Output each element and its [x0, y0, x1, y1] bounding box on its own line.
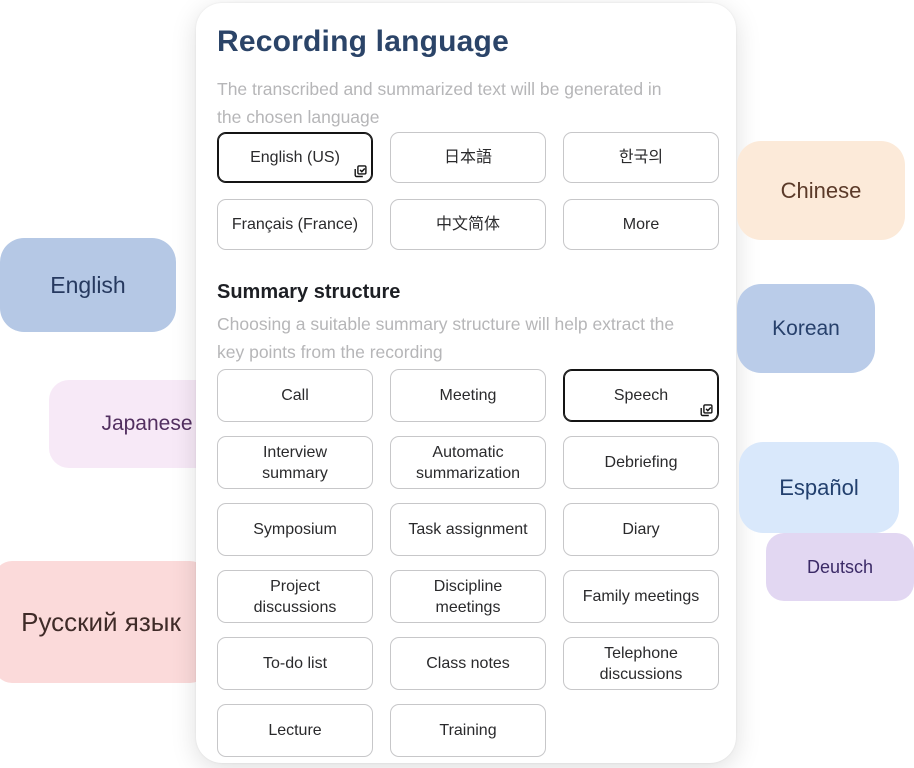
floating-tag-label: English	[50, 271, 126, 298]
floating-tag-chinese: Chinese	[737, 141, 905, 240]
summary-option-label: Task assignment	[408, 521, 528, 538]
summary-option-label: Meeting	[439, 387, 497, 404]
page-title: Recording language	[217, 25, 509, 58]
language-option-more[interactable]: More	[563, 199, 719, 250]
summary-option-label: To-do list	[262, 655, 328, 672]
floating-tag-label: Русский язык	[21, 606, 181, 637]
summary-option-label: Class notes	[426, 655, 510, 672]
summary-option-to-do-list[interactable]: To-do list	[217, 637, 373, 690]
page-subtitle: The transcribed and summarized text will…	[217, 79, 662, 127]
floating-tag-deutsch: Deutsch	[766, 533, 914, 601]
summary-option-label: Telephone discussions	[599, 644, 683, 683]
summary-option-discipline-meetings[interactable]: Discipline meetings	[390, 570, 546, 623]
language-option-fran-ais-france[interactable]: Français (France)	[217, 199, 373, 250]
summary-option-label: Interview summary	[262, 443, 328, 482]
summary-option-label: Lecture	[268, 722, 322, 739]
floating-tag-russian: Русский язык	[0, 561, 208, 683]
language-option-label: 中文简体	[435, 216, 500, 233]
summary-option-label: Debriefing	[604, 454, 678, 471]
language-option-label: 한국의	[618, 149, 664, 166]
summary-option-symposium[interactable]: Symposium	[217, 503, 373, 556]
summary-option-automatic-summarization[interactable]: Automatic summarization	[390, 436, 546, 489]
summary-option-task-assignment[interactable]: Task assignment	[390, 503, 546, 556]
summary-option-interview-summary[interactable]: Interview summary	[217, 436, 373, 489]
language-option-english-us[interactable]: English (US)	[217, 132, 373, 183]
summary-option-family-meetings[interactable]: Family meetings	[563, 570, 719, 623]
floating-tag-english: English	[0, 238, 176, 332]
summary-structure-subtitle: Choosing a suitable summary structure wi…	[217, 314, 675, 362]
floating-tag-label: Deutsch	[806, 556, 874, 577]
floating-tag-label: Chinese	[780, 177, 862, 203]
summary-option-meeting[interactable]: Meeting	[390, 369, 546, 422]
language-option-label: English (US)	[250, 149, 340, 166]
summary-option-debriefing[interactable]: Debriefing	[563, 436, 719, 489]
summary-option-label: Discipline meetings	[433, 577, 503, 616]
summary-structure-heading: Summary structure	[217, 281, 401, 303]
summary-option-call[interactable]: Call	[217, 369, 373, 422]
checked-checkbox-icon	[700, 404, 713, 417]
summary-option-diary[interactable]: Diary	[563, 503, 719, 556]
summary-option-label: Diary	[622, 521, 660, 538]
recording-language-card: Recording language The transcribed and s…	[196, 3, 736, 763]
language-option-label: Français (France)	[231, 216, 359, 233]
summary-option-project-discussions[interactable]: Project discussions	[217, 570, 373, 623]
summary-option-training[interactable]: Training	[390, 704, 546, 757]
language-option-option[interactable]: 中文简体	[390, 199, 546, 250]
language-option-label: More	[622, 216, 660, 233]
language-options-grid: English (US) 日本語 한국의 Français (France) 中文简体 M…	[217, 132, 719, 250]
floating-tag-espanol: Español	[739, 442, 899, 533]
language-option-option[interactable]: 日本語	[390, 132, 546, 183]
checked-checkbox-icon	[354, 165, 367, 178]
summary-option-label: Symposium	[253, 521, 337, 538]
summary-option-label: Call	[281, 387, 309, 404]
summary-option-label: Training	[439, 722, 497, 739]
floating-tag-label: Korean	[772, 316, 840, 340]
summary-option-telephone-discussions[interactable]: Telephone discussions	[563, 637, 719, 690]
summary-option-label: Family meetings	[582, 588, 700, 605]
summary-option-label: Project discussions	[253, 577, 337, 616]
floating-tag-label: Español	[779, 474, 859, 500]
summary-option-label: Speech	[613, 387, 669, 404]
summary-option-label: Automatic summarization	[415, 443, 521, 482]
summary-option-lecture[interactable]: Lecture	[217, 704, 373, 757]
language-option-label: 日本語	[443, 149, 492, 166]
floating-tag-korean: Korean	[737, 284, 875, 373]
summary-option-class-notes[interactable]: Class notes	[390, 637, 546, 690]
floating-tag-label: Japanese	[101, 412, 193, 435]
language-option-option[interactable]: 한국의	[563, 132, 719, 183]
summary-option-speech[interactable]: Speech	[563, 369, 719, 422]
